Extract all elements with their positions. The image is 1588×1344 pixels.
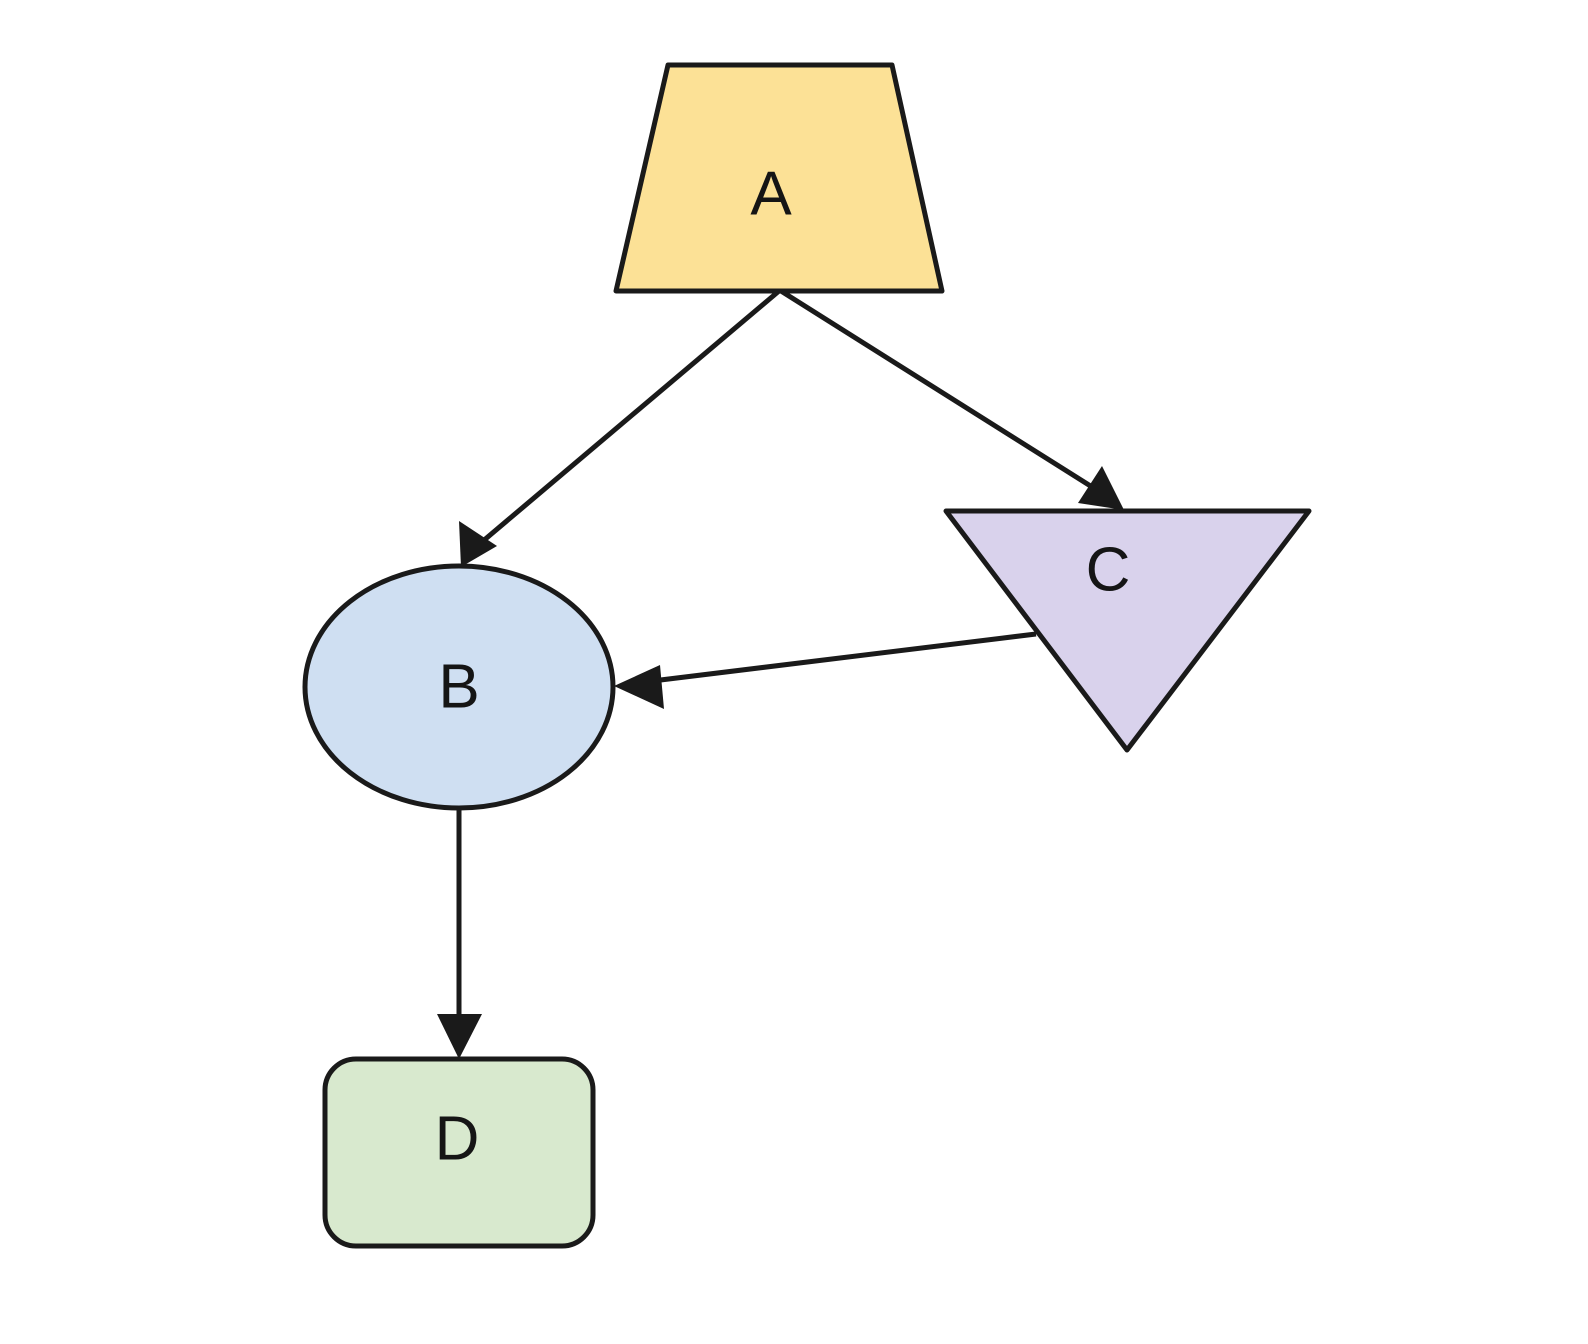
node-c[interactable]: C: [943, 508, 1312, 753]
node-b-shape: [302, 563, 616, 811]
node-b[interactable]: B: [302, 563, 616, 811]
node-c-shape: [943, 508, 1312, 753]
node-d-label: D: [435, 1105, 480, 1174]
node-a-shape: [613, 62, 945, 294]
node-a[interactable]: A: [613, 62, 945, 294]
edge-a-to-b[interactable]: [459, 289, 781, 567]
node-group: A C B D: [302, 62, 1312, 1249]
edge-a-to-b-line: [468, 289, 781, 554]
node-a-label: A: [750, 160, 792, 229]
edge-b-to-d[interactable]: [437, 807, 482, 1059]
node-b-label: B: [438, 653, 479, 722]
node-d-shape: [322, 1056, 596, 1249]
edge-b-to-d-arrowhead: [437, 1014, 482, 1059]
edge-c-to-b-line: [635, 631, 1037, 686]
edge-c-to-b[interactable]: [614, 631, 1037, 709]
edge-a-to-c-line: [779, 288, 1110, 500]
node-d[interactable]: D: [322, 1056, 596, 1249]
edge-a-to-c[interactable]: [779, 288, 1124, 510]
node-c-label: C: [1086, 536, 1131, 605]
edge-c-to-b-arrowhead: [614, 665, 664, 709]
edge-a-to-c-arrowhead: [1078, 466, 1124, 510]
edge-a-to-b-arrowhead: [459, 521, 497, 567]
edge-group: [437, 288, 1124, 1059]
